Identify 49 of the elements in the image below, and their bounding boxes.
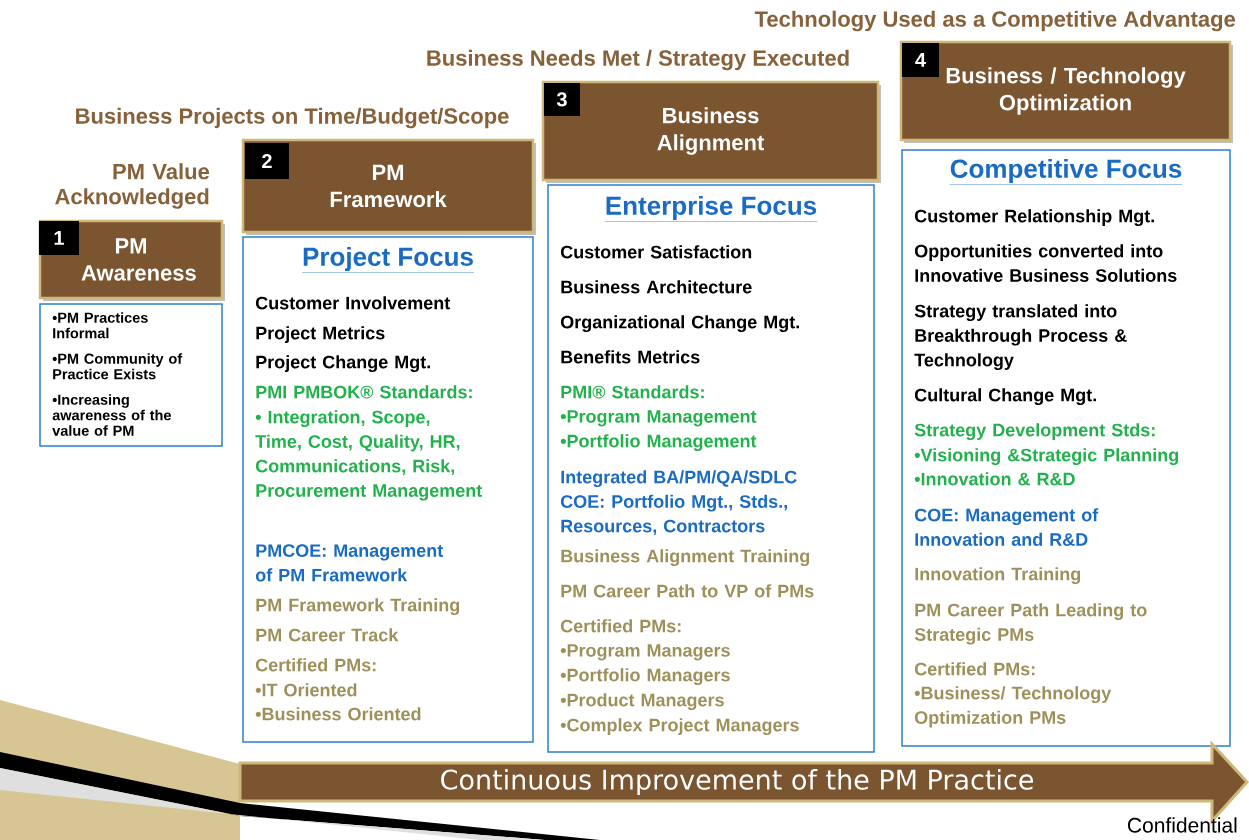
standard-item: •Innovation & R&D [914, 472, 1075, 486]
item: Project Change Mgt. [256, 355, 430, 373]
coe-item: COE: Management of Innovation and R&D [914, 508, 1099, 546]
career-item: •Complex Project Managers [560, 718, 799, 736]
panel-heading: Competitive Focus [949, 158, 1183, 185]
item: Organizational Change Mgt. [560, 315, 799, 333]
career-item: Certified PMs: [560, 619, 681, 633]
career-item: •IT Oriented [255, 683, 357, 697]
coe-item: PMCOE: Management of PM Framework [255, 544, 443, 582]
career-item: PM Career Track [256, 628, 399, 642]
item: Opportunities converted into Innovative Business Solutions [914, 244, 1177, 282]
item: •PM Practices Informal [52, 312, 148, 339]
career-item: •Product Managers [560, 693, 724, 711]
career-item: Innovation Training [915, 567, 1081, 585]
step-number-badge: 2 [244, 142, 289, 179]
standard-item: PMI PMBOK® Standards: [256, 385, 472, 399]
item: •PM Community of Practice Exists [52, 353, 183, 380]
item: Customer Involvement [255, 296, 450, 310]
career-item: PM Career Path to VP of PMs [561, 584, 814, 598]
career-item: •Business Oriented [255, 707, 421, 721]
item: Project Metrics [256, 326, 385, 343]
item: Business Architecture [561, 280, 752, 294]
item: Strategy translated into Breakthrough Process & Technology [914, 304, 1127, 371]
item: Customer Relationship Mgt. [914, 209, 1154, 227]
career-item: PM Career Path Leading to Strategic PMs [914, 603, 1147, 645]
standard-item: •Program Management [560, 410, 757, 427]
item: Customer Satisfaction [560, 245, 752, 259]
standard-item: •Portfolio Management [560, 434, 757, 452]
panel-heading: Project Focus [301, 246, 475, 273]
coe-item: Integrated BA/PM/QA/SDLC COE: Portfolio Mgt., Stds., Resources, Contractors [560, 470, 797, 536]
standard-item: • Integration, Scope, Time, Cost, Quality, HR, Communications, Risk, Procurement Management [255, 410, 482, 501]
item: Benefits Metrics [561, 350, 700, 364]
stage-caption: Business Projects on Time/Budget/Scope [76, 107, 509, 129]
item: Cultural Change Mgt. [914, 388, 1096, 406]
stage-caption: Technology Used as a Competitive Advantage [754, 10, 1236, 32]
career-item: •Program Managers [560, 644, 730, 661]
standard-item: PMI® Standards: [561, 385, 704, 399]
career-item: Certified PMs: [914, 662, 1035, 676]
standard-item: Strategy Development Stds: [914, 423, 1155, 441]
career-item: PM Framework Training [256, 598, 460, 616]
career-item: Business Alignment Training [561, 549, 810, 567]
panel-heading: Enterprise Focus [604, 195, 818, 222]
career-item: Certified PMs: [255, 658, 376, 672]
standard-item: •Visioning &Strategic Planning [914, 448, 1178, 466]
career-item: •Portfolio Managers [560, 668, 730, 686]
career-item: •Business/ Technology Optimization PMs [914, 686, 1112, 728]
stage-caption: PM Value Acknowledged [55, 163, 210, 209]
item: •Increasing awareness of the value of PM [52, 394, 171, 436]
stage-caption: Business Needs Met / Strategy Executed [427, 49, 849, 71]
